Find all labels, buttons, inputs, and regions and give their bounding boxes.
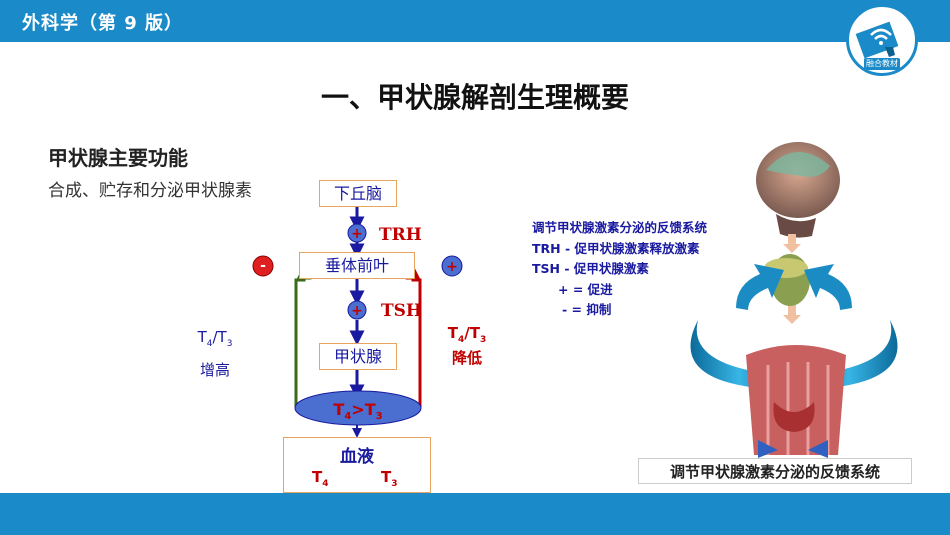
- legend-line: TRH - 促甲状腺激素释放激素: [532, 240, 700, 256]
- left-feedback-label: T4/T3 增高: [197, 328, 233, 379]
- ellipse-text: T4>T3: [333, 400, 382, 422]
- hypothalamus-box: 下丘脑: [319, 180, 397, 207]
- plus-sign: +: [351, 303, 363, 319]
- legend-line: + = 促进: [558, 281, 613, 297]
- thyroid-icon: [773, 402, 815, 432]
- feedback-arrow-left: [294, 264, 312, 408]
- plus-circle-tsh: [347, 300, 367, 320]
- plus-sign: +: [351, 226, 363, 242]
- logo: 融合教材: [846, 4, 918, 76]
- blood-label: 血液: [340, 447, 374, 467]
- header-bar: 外科学（第 9 版）: [0, 0, 950, 42]
- plus-circle-trh: [347, 223, 367, 243]
- legend: 调节甲状腺激素分泌的反馈系统 TRH - 促甲状腺激素释放激素 TSH - 促甲…: [532, 218, 707, 321]
- logo-label: 融合教材: [864, 58, 900, 70]
- header-title: 外科学（第 9 版）: [22, 13, 184, 34]
- thyroid-box: 甲状腺: [319, 343, 397, 370]
- right-feedback-label: T4/T3 降低: [447, 324, 487, 367]
- legend-line: TSH - 促甲状腺激素: [532, 261, 649, 276]
- minus-circle: [252, 255, 274, 277]
- feedback-arrow-right: [405, 264, 422, 408]
- plus-circle-right: [441, 255, 463, 277]
- footer-bar: [0, 493, 950, 535]
- pituitary-box: 垂体前叶: [299, 252, 415, 279]
- function-text: 合成、贮存和分泌甲状腺素: [48, 181, 252, 201]
- tsh-label: TSH: [381, 301, 422, 321]
- figure-caption: 调节甲状腺激素分泌的反馈系统: [638, 458, 912, 484]
- slide-title: 一、甲状腺解剖生理概要: [320, 81, 629, 114]
- wifi-hand-icon: [855, 21, 899, 59]
- minus-sign: -: [260, 258, 266, 274]
- convert-t4: T4: [312, 468, 329, 489]
- anatomy-illustration: [690, 142, 898, 458]
- trh-label: TRH: [379, 225, 422, 245]
- blood-box: 血液 T4 T3: [283, 437, 431, 493]
- plus-sign: +: [446, 259, 458, 275]
- legend-line: - = 抑制: [562, 302, 612, 317]
- neck-icon: [746, 345, 846, 455]
- legend-line: 调节甲状腺激素分泌的反馈系统: [532, 220, 708, 235]
- section-heading: 甲状腺主要功能: [48, 146, 188, 170]
- convert-t3: T3: [381, 468, 398, 489]
- blood-ellipse: [294, 390, 422, 426]
